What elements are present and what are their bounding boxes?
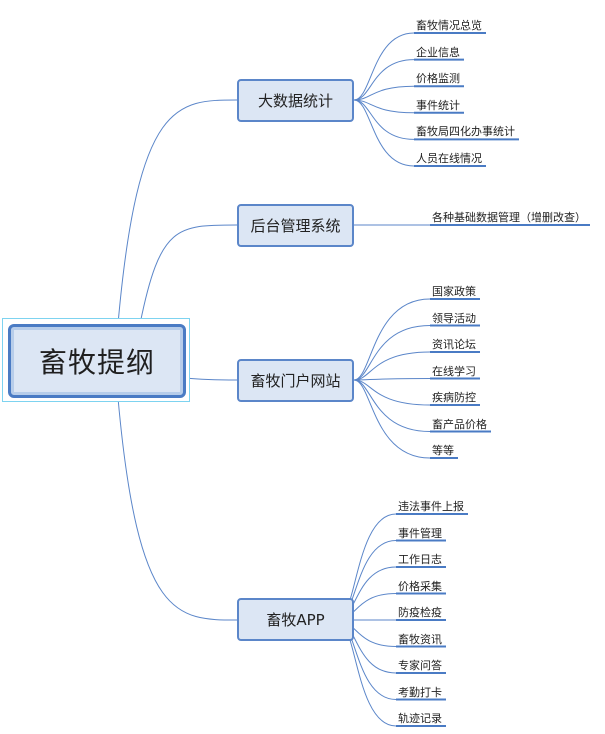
leaf-item[interactable]: 畜牧资讯 — [398, 632, 442, 646]
leaf-item[interactable]: 违法事件上报 — [398, 500, 464, 513]
leaf-item[interactable]: 企业信息 — [416, 45, 460, 59]
leaf-item[interactable]: 考勤打卡 — [398, 685, 442, 699]
leaf-connector — [353, 99, 415, 140]
leaf-connector — [353, 379, 431, 406]
leaf-item[interactable]: 轨迹记录 — [398, 712, 442, 725]
root-branch-connector — [117, 397, 238, 621]
leaf-item[interactable]: 事件统计 — [416, 98, 460, 112]
leaf-connector — [353, 378, 431, 381]
leaf-connector — [353, 325, 431, 381]
branch-big-data-stats[interactable]: 大数据统计 — [237, 79, 354, 122]
leaf-connector — [353, 379, 431, 432]
root-branch-connector — [185, 377, 238, 381]
leaf-item[interactable]: 各种基础数据管理（增删改查） — [432, 211, 586, 224]
leaf-item[interactable]: 资讯论坛 — [432, 338, 476, 351]
leaf-item[interactable]: 人员在线情况 — [416, 152, 482, 165]
leaf-item[interactable]: 等等 — [432, 444, 454, 457]
leaf-item[interactable]: 工作日志 — [398, 553, 442, 566]
leaf-connector — [353, 85, 415, 101]
leaf-connector — [353, 99, 415, 114]
branch-admin-system[interactable]: 后台管理系统 — [237, 204, 354, 247]
root-branch-connector — [139, 224, 238, 325]
leaf-connector — [353, 298, 431, 381]
branch-portal-site[interactable]: 畜牧门户网站 — [237, 359, 354, 402]
leaf-connector — [353, 351, 431, 381]
root-node[interactable]: 畜牧提纲 — [8, 324, 186, 398]
leaf-item[interactable]: 国家政策 — [432, 285, 476, 298]
leaf-item[interactable]: 畜产品价格 — [432, 417, 487, 431]
leaf-connector — [353, 99, 415, 167]
leaf-item[interactable]: 防疫检疫 — [398, 606, 442, 619]
leaf-item[interactable]: 事件管理 — [398, 526, 442, 540]
branch-app[interactable]: 畜牧APP — [237, 598, 354, 641]
leaf-connector — [353, 379, 431, 459]
leaf-connector — [353, 32, 415, 101]
leaf-connector — [353, 59, 415, 101]
leaf-item[interactable]: 领导活动 — [432, 311, 476, 325]
leaf-item[interactable]: 价格采集 — [398, 579, 442, 593]
leaf-item[interactable]: 畜牧情况总览 — [416, 19, 482, 32]
leaf-item[interactable]: 在线学习 — [432, 364, 476, 378]
leaf-item[interactable]: 价格监测 — [416, 72, 460, 86]
leaf-item[interactable]: 畜牧局四化办事统计 — [416, 125, 515, 139]
root-branch-connector — [117, 99, 238, 325]
leaf-item[interactable]: 疾病防控 — [432, 391, 476, 404]
leaf-item[interactable]: 专家问答 — [398, 659, 442, 672]
